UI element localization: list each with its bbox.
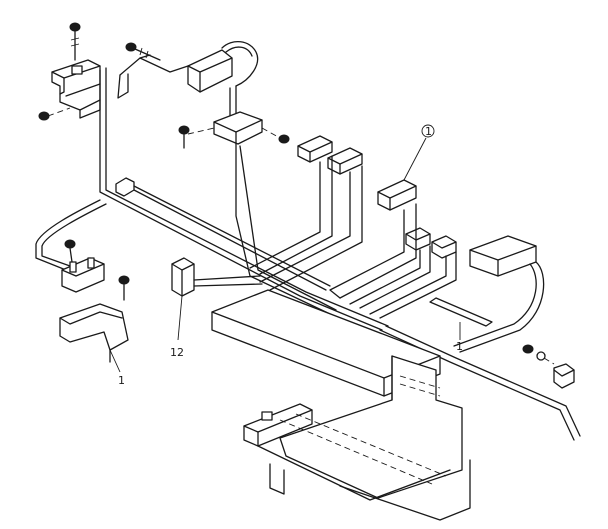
lower-left-connector (61, 257, 105, 293)
microswitch (187, 41, 259, 125)
lower-connector-block (243, 403, 313, 447)
connector-b (327, 147, 363, 175)
callout-1-top: 1 (403, 124, 435, 181)
top-left-bracket (51, 59, 101, 119)
middle-connector (171, 257, 263, 297)
ribbon-cable-c (329, 203, 417, 299)
lower-left-screw (64, 239, 76, 263)
connector-small-left (115, 177, 135, 197)
right-sensor (553, 363, 575, 389)
switch-bracket (213, 111, 263, 145)
connector-d (405, 227, 431, 251)
callout-12-label: 12 (170, 346, 184, 359)
ribbon-cable-b (259, 165, 363, 291)
callout-12: 12 (170, 295, 184, 359)
switch-screw-top (125, 42, 161, 61)
ribbon-cable-d (349, 245, 457, 319)
callout-1-right: 1 (456, 322, 463, 353)
top-screw (69, 22, 81, 61)
callout-1-lower-left: 1 (109, 349, 125, 387)
lower-ribbon (257, 413, 471, 521)
bracket-screw (178, 125, 215, 149)
harness-wires (35, 67, 581, 441)
ribbon-cable-a (249, 155, 333, 275)
lower-left-screw-2 (118, 275, 130, 301)
nut (261, 127, 290, 144)
connector-a (297, 135, 333, 163)
right-bracket-strip (429, 297, 493, 327)
callout-1b-label: 1 (118, 374, 125, 387)
connector-e (431, 235, 457, 259)
connector-c (377, 179, 417, 211)
lower-box (279, 355, 463, 499)
left-screw (38, 107, 71, 121)
lower-left-bracket (59, 303, 129, 363)
callout-1c-label: 1 (456, 340, 463, 353)
right-large-connector (453, 235, 545, 353)
callout-1-label: 1 (425, 125, 432, 138)
right-screw (522, 344, 555, 365)
main-board (211, 289, 441, 397)
